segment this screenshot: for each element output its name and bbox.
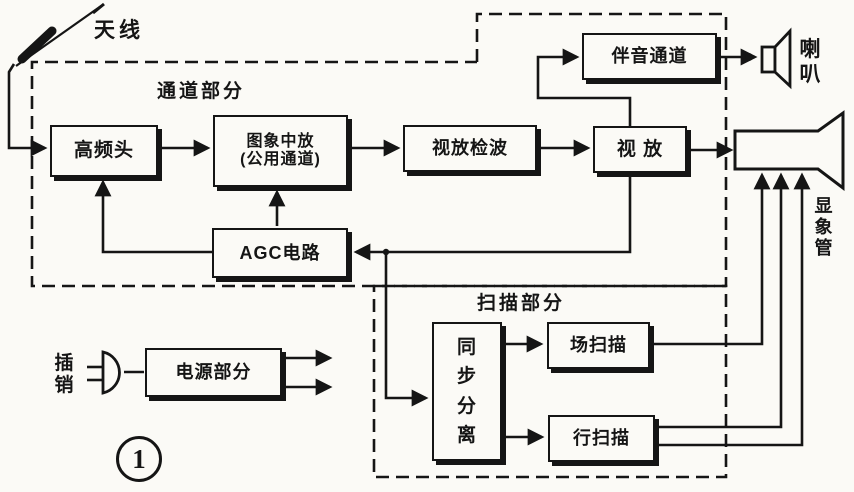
speaker-terminal-dot	[745, 53, 753, 61]
agc-to-tuner-line	[94, 179, 212, 254]
tuner-label: 高频头	[73, 140, 134, 162]
speaker-label: 喇叭	[799, 38, 821, 86]
videoamp-to-agc-line	[353, 175, 632, 261]
agc-label: AGC电路	[239, 242, 321, 263]
agc-block: AGC电路	[212, 228, 348, 278]
scanning-section-outline	[372, 284, 728, 479]
sync-separator-label: 同步分离	[457, 336, 478, 446]
crt-icon	[733, 110, 845, 192]
antenna-tip	[92, 2, 105, 15]
speaker-cone	[773, 27, 792, 90]
figure-number-badge: 1	[116, 436, 162, 482]
sound-channel-label: 伴音通道	[611, 46, 688, 67]
branch-to-sync-line	[384, 252, 429, 407]
speaker-icon	[760, 45, 777, 74]
if-amp-block: 图象中放 (公用通道)	[213, 115, 348, 187]
scanning-section-label: 扫描部分	[477, 293, 566, 314]
if-amp-label-line1: 图象中放	[246, 132, 315, 150]
field-scan-block: 场扫描	[547, 322, 650, 369]
field-scan-label: 场扫描	[570, 335, 627, 356]
videoamp-to-sound-line	[536, 48, 632, 126]
video-detector-block: 视放检波	[403, 125, 537, 172]
video-amp-label: 视 放	[616, 138, 664, 160]
plug-label: 插销	[54, 353, 74, 397]
power-supply-block: 电源部分	[145, 348, 282, 397]
plug-icon	[101, 350, 121, 395]
video-amp-block: 视 放	[593, 126, 687, 173]
video-detector-label: 视放检波	[432, 138, 508, 159]
tuner-block: 高频头	[50, 125, 158, 177]
line-scan-label: 行扫描	[573, 428, 630, 449]
linescan-to-crt-line2	[657, 172, 811, 447]
channel-section-label: 通道部分	[157, 81, 246, 102]
figure-number: 1	[132, 443, 146, 474]
if-amp-label-line2: (公用通道)	[240, 151, 321, 168]
antenna-rod	[17, 26, 57, 64]
antenna-label: 天线	[94, 19, 144, 42]
linescan-to-crt-line1	[657, 172, 790, 429]
power-supply-label: 电源部分	[175, 362, 252, 383]
sound-channel-block: 伴音通道	[582, 33, 717, 80]
picture-tube-label: 显象管	[814, 196, 833, 259]
sync-separator-block: 同步分离	[432, 322, 502, 461]
antenna-feed-line	[7, 63, 48, 157]
fieldscan-to-crt-line	[652, 172, 771, 346]
line-scan-block: 行扫描	[548, 415, 655, 462]
